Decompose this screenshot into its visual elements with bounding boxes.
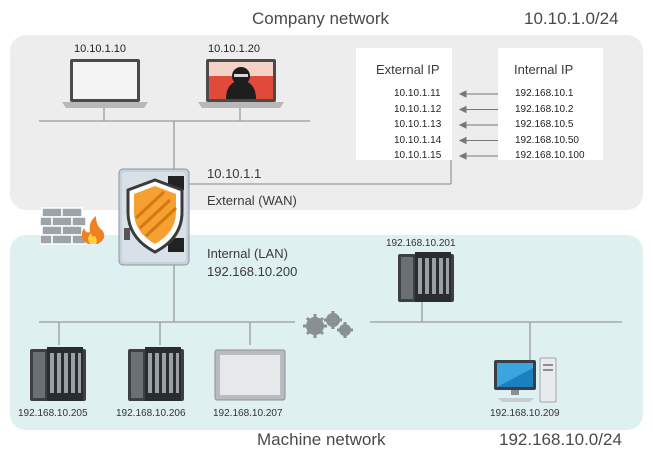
nat-arrow-head — [458, 90, 467, 98]
nat-external-ip: 10.10.1.12 — [394, 103, 442, 115]
laptop-1-ip: 10.10.1.10 — [74, 43, 126, 55]
nat-arrow-head — [458, 105, 467, 114]
nat-arrow-head — [458, 136, 467, 145]
plc-201-ip: 192.168.10.201 — [386, 238, 456, 249]
nat-external-ip: 10.10.1.13 — [394, 119, 442, 130]
nat-external-header: External IP — [376, 62, 440, 77]
laptop-icon — [62, 59, 148, 108]
nat-arrow-head — [458, 121, 467, 129]
plc-206-ip: 192.168.10.206 — [116, 408, 186, 419]
nat-external-box — [356, 48, 452, 160]
nat-internal-ip: 192.168.10.1 — [515, 88, 574, 99]
router-lan-ip: 192.168.10.200 — [207, 264, 298, 279]
company-network-subnet: 10.10.1.0/24 — [524, 9, 619, 28]
machine-network-zone — [10, 235, 643, 430]
nat-external-ip: 10.10.1.14 — [394, 134, 442, 146]
machine-network-title: Machine network — [257, 430, 386, 449]
router-wan-label: External (WAN) — [207, 193, 297, 208]
laptop-2-ip: 10.10.1.20 — [208, 43, 260, 55]
nat-internal-header: Internal IP — [514, 62, 574, 77]
plc-icon — [398, 252, 454, 302]
gears-icon — [303, 311, 353, 338]
hmi-207-ip: 192.168.10.207 — [213, 408, 283, 419]
machine-network-subnet: 192.168.10.0/24 — [499, 430, 622, 449]
plc-205-ip: 192.168.10.205 — [18, 408, 88, 419]
router-lan-label: Internal (LAN) — [207, 246, 288, 261]
plc-icon — [128, 347, 184, 401]
nat-arrow-head — [458, 152, 467, 160]
router-wan-ip: 10.10.1.1 — [207, 166, 262, 181]
firewall-icon — [40, 207, 105, 245]
hmi-panel-icon — [214, 349, 286, 401]
pc-209-ip: 192.168.10.209 — [490, 408, 560, 419]
company-network-title: Company network — [252, 9, 390, 28]
nat-internal-ip: 192.168.10.5 — [515, 119, 574, 130]
nat-internal-ip: 192.168.10.100 — [515, 150, 585, 161]
plc-icon — [30, 347, 86, 401]
hacker-laptop-icon — [198, 59, 284, 108]
desktop-pc-icon — [494, 357, 557, 403]
nat-internal-ip: 192.168.10.50 — [515, 134, 579, 146]
security-router-icon — [118, 168, 190, 266]
nat-internal-box — [498, 48, 603, 160]
nat-external-ip: 10.10.1.11 — [394, 88, 441, 99]
nat-internal-ip: 192.168.10.2 — [515, 103, 574, 115]
nat-external-ip: 10.10.1.15 — [394, 150, 442, 161]
